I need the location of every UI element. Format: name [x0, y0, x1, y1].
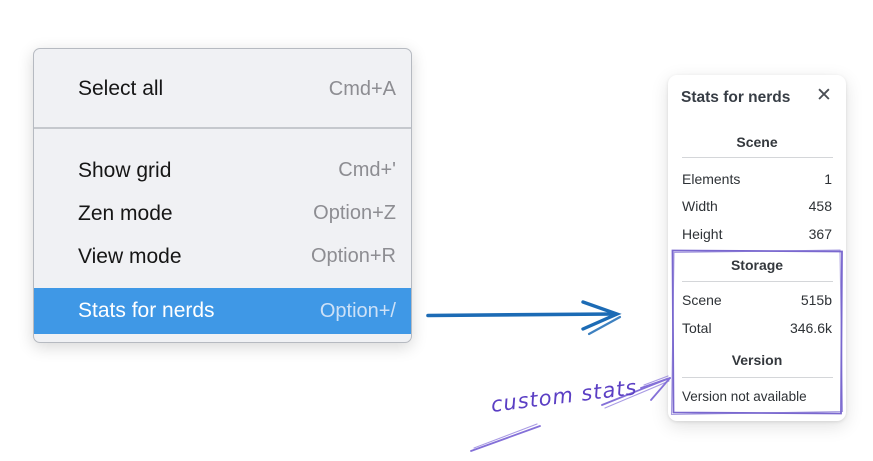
menu-item-label: Stats for nerds	[78, 299, 215, 322]
section-heading-scene: Scene	[736, 134, 778, 150]
menu-item-label: Select all	[78, 77, 164, 100]
section-heading-version: Version	[731, 352, 783, 368]
stat-label: Width	[682, 197, 718, 214]
stat-row-total-size: Total 346.6k	[668, 314, 846, 341]
menu-item-shortcut: Cmd+'	[338, 159, 396, 181]
stat-value: 515b	[800, 291, 832, 308]
stat-value: 1	[824, 170, 832, 187]
stat-value: 367	[808, 225, 832, 242]
menu-item-shortcut: Option+/	[319, 299, 396, 322]
menu-item-label: Zen mode	[78, 201, 173, 225]
stat-row-width: Width 458	[668, 192, 846, 219]
menu-divider	[34, 127, 411, 129]
section-divider	[682, 281, 833, 282]
annotation-label: custom stats	[489, 375, 639, 417]
menu-item-stats-for-nerds[interactable]: Stats for nerds Option+/	[34, 288, 411, 334]
stats-panel: Stats for nerds ✕ Scene Elements 1 Width…	[668, 75, 846, 421]
menu-item-show-grid[interactable]: Show grid Cmd+'	[34, 149, 411, 192]
stat-row-elements: Elements 1	[668, 165, 846, 192]
stat-label: Total	[682, 319, 712, 336]
menu-item-label: Show grid	[78, 158, 172, 182]
section-divider	[682, 157, 833, 158]
menu-item-shortcut: Option+Z	[313, 202, 396, 224]
menu-item-shortcut: Option+R	[310, 245, 396, 267]
version-message: Version not available	[682, 389, 807, 404]
stat-label: Elements	[682, 170, 741, 187]
close-icon[interactable]: ✕	[812, 83, 836, 107]
blue-arrow	[426, 300, 622, 336]
stat-row-height: Height 367	[668, 220, 846, 247]
section-divider	[682, 377, 833, 378]
menu-item-label: View mode	[78, 244, 182, 268]
stat-value: 458	[808, 197, 832, 214]
stat-row-scene-size: Scene 515b	[668, 286, 846, 313]
menu-item-select-all[interactable]: Select all Cmd+A	[34, 51, 411, 127]
menu-item-view-mode[interactable]: View mode Option+R	[34, 235, 411, 278]
menu-item-zen-mode[interactable]: Zen mode Option+Z	[34, 192, 411, 235]
stat-value: 346.6k	[789, 319, 832, 336]
stat-label: Height	[682, 225, 723, 242]
stats-panel-title: Stats for nerds	[681, 89, 791, 106]
stat-label: Scene	[682, 291, 722, 308]
context-menu: Select all Cmd+A Show grid Cmd+' Zen mod…	[33, 48, 412, 343]
menu-item-shortcut: Cmd+A	[328, 77, 396, 100]
section-heading-storage: Storage	[730, 257, 784, 273]
